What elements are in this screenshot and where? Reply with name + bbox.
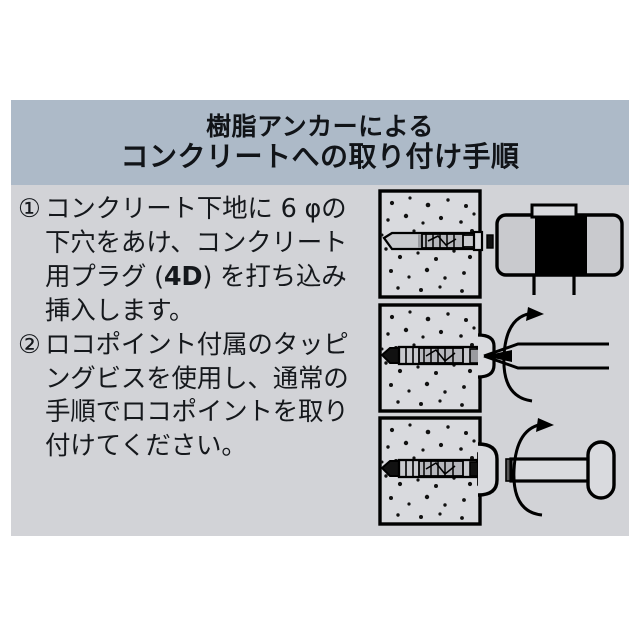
pilot-hole-and-plug-1 — [382, 230, 484, 252]
step-1-line-3: 用プラグ (4D) を打ち込み — [45, 261, 347, 292]
step-text-1: コンクリート下地に 6 φの下穴をあけ、コンクリート用プラグ (4D) を打ち込… — [45, 193, 370, 329]
step-item-1: ① コンクリート下地に 6 φの下穴をあけ、コンクリート用プラグ (4D) を打… — [18, 193, 370, 329]
step-1-line-1: コンクリート下地に 6 φの — [45, 194, 347, 224]
step-marker-2: ② — [18, 329, 41, 360]
diagram-panels — [366, 187, 629, 536]
step-2-line-3: 手順でロコポイントを取り — [45, 397, 349, 428]
step-item-2: ② ロコポイント付属のタッピングビスを使用し、通常の手順でロコポイントを取り付け… — [18, 329, 370, 465]
panel-2-illustration — [378, 303, 609, 413]
hammer-1 — [486, 203, 624, 295]
instruction-body: ① コンクリート下地に 6 φの下穴をあけ、コンクリート用プラグ (4D) を打… — [11, 185, 629, 536]
rotation-arrow-2 — [502, 307, 544, 403]
plug-with-screw-2 — [380, 345, 483, 366]
panel-3-illustration — [378, 416, 616, 526]
header-title-line-2: コンクリートへの取り付け手順 — [120, 139, 520, 173]
step-2-line-2: ングビスを使用し、通常の — [45, 363, 349, 394]
step-emphasis: 4D — [163, 261, 203, 292]
plug-with-seated-screw-3 — [380, 451, 494, 487]
step-2-line-4: 付けてください。 — [45, 431, 247, 462]
step-1-line-4: 挿入します。 — [45, 295, 195, 326]
screwdriver-bit-2 — [477, 333, 609, 379]
steps-list: ① コンクリート下地に 6 φの下穴をあけ、コンクリート用プラグ (4D) を打… — [18, 193, 370, 464]
screwdriver-3 — [477, 440, 616, 500]
step-marker-1: ① — [18, 194, 41, 224]
rotation-arrow-3 — [512, 418, 554, 517]
instruction-card: 樹脂アンカーによる コンクリートへの取り付け手順 ① コンクリート下地に 6 φ… — [11, 100, 629, 536]
step-1-line-2: 下穴をあけ、コンクリート — [45, 227, 348, 258]
diagram-panel-1 — [366, 187, 629, 301]
diagram-panel-2 — [366, 301, 629, 415]
step-2-line-1: ロコポイント付属のタッピ — [45, 329, 349, 360]
step-text-2: ロコポイント付属のタッピングビスを使用し、通常の手順でロコポイントを取り付けてく… — [45, 329, 370, 465]
panel-1-illustration — [378, 189, 624, 299]
header-banner: 樹脂アンカーによる コンクリートへの取り付け手順 — [11, 100, 629, 185]
diagram-panel-3 — [366, 414, 629, 528]
header-title-line-1: 樹脂アンカーによる — [206, 111, 434, 141]
